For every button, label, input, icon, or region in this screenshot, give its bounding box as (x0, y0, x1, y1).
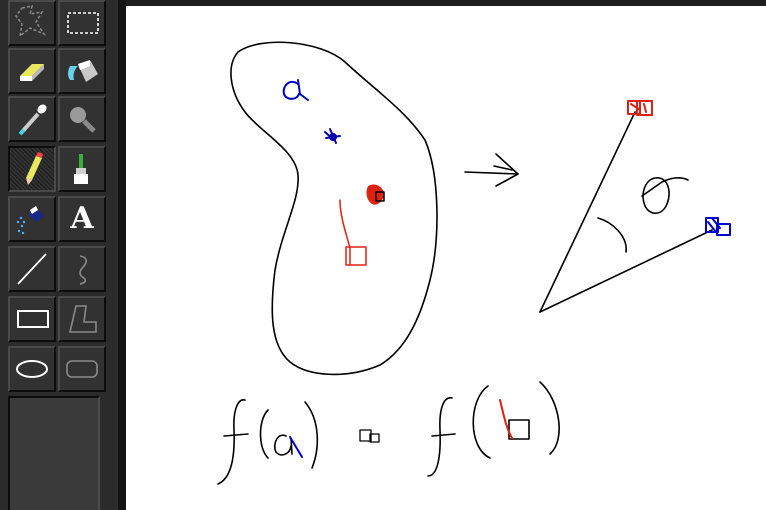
free-form-select-icon (15, 5, 47, 38)
tool-magnifier[interactable] (58, 96, 106, 142)
blue-stroke-in-fa (289, 436, 303, 458)
polygon-icon (68, 305, 97, 333)
formula-f-of-a (217, 399, 319, 485)
curve-icon (79, 255, 88, 285)
tool-fill[interactable] (58, 48, 106, 94)
set-outline (230, 41, 438, 376)
rectangle-icon (17, 310, 49, 328)
red-point (366, 184, 385, 205)
line-icon (17, 253, 47, 285)
brush-icon (74, 154, 88, 184)
small-boxes (359, 429, 380, 443)
tool-text[interactable]: A (58, 196, 106, 242)
tool-rectangle-select[interactable] (58, 0, 106, 46)
text-icon: A (70, 201, 94, 236)
tool-airbrush[interactable] (8, 196, 56, 242)
tool-curve[interactable] (58, 246, 106, 292)
tool-pencil[interactable] (8, 146, 56, 192)
drawing-canvas[interactable]: f(a) f(b) θ a (126, 6, 766, 510)
map-arrow (464, 153, 519, 187)
toolbox-border (118, 0, 126, 510)
canvas-top-border (126, 0, 766, 6)
tool-free-form-select[interactable] (8, 0, 56, 46)
tool-options-box[interactable] (8, 396, 100, 510)
red-arrow (339, 199, 367, 266)
theta-symbol (641, 177, 689, 215)
toolbox: A (0, 0, 118, 510)
red-stroke-in-fb (499, 399, 513, 439)
formula-f-of-b (427, 381, 560, 477)
tool-eraser[interactable] (8, 48, 56, 94)
rounded-rectangle-icon (66, 360, 98, 378)
tool-ellipse[interactable] (8, 346, 56, 392)
tool-rectangle[interactable] (8, 296, 56, 342)
tool-pick-color[interactable] (8, 96, 56, 142)
ellipse-icon (16, 360, 48, 378)
pencil-icon (26, 152, 43, 185)
tool-brush[interactable] (58, 146, 106, 192)
tool-rounded-rectangle[interactable] (58, 346, 106, 392)
paint-bucket-icon (68, 60, 98, 82)
magnifier-icon (70, 107, 96, 133)
tool-polygon[interactable] (58, 296, 106, 342)
angle-rays (539, 111, 713, 313)
airbrush-icon (16, 206, 44, 235)
eraser-icon (20, 64, 44, 81)
canvas-drawing (217, 41, 731, 485)
rectangle-select-icon (67, 12, 99, 34)
eyedropper-icon (18, 104, 47, 136)
blue-endpoint (705, 217, 731, 236)
blue-point (324, 128, 341, 144)
red-endpoint (627, 100, 653, 116)
point-label-a (282, 79, 309, 101)
tool-line[interactable] (8, 246, 56, 292)
